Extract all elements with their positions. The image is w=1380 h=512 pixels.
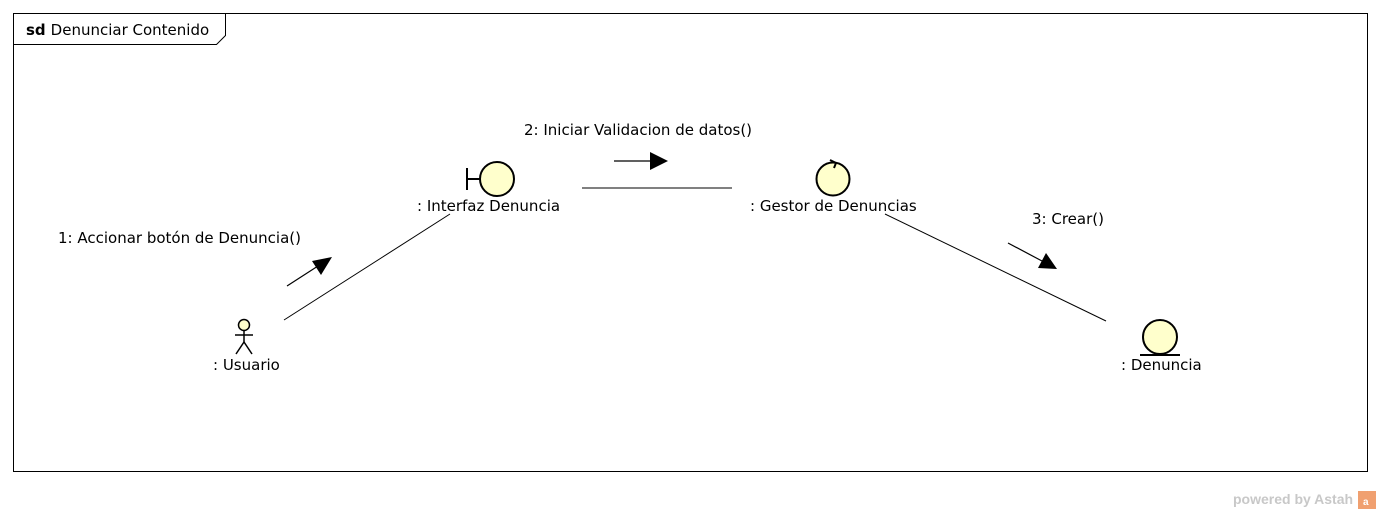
astah-watermark: powered by Astah a [1233, 491, 1376, 509]
astah-logo-icon [1358, 491, 1376, 509]
control-icon[interactable] [815, 159, 851, 197]
frame-title: sd Denunciar Contenido [26, 21, 209, 39]
object-label-gestor: : Gestor de Denuncias [750, 197, 917, 215]
message-label-1: 1: Accionar botón de Denuncia() [58, 229, 301, 247]
link-gestor-denuncia [884, 213, 1107, 322]
frame-name: Denunciar Contenido [51, 21, 209, 39]
actor-icon[interactable] [235, 318, 253, 355]
boundary-icon[interactable] [466, 161, 515, 197]
message-label-2: 2: Iniciar Validacion de datos() [524, 121, 752, 139]
object-label-denuncia: : Denuncia [1121, 356, 1202, 374]
object-label-interfaz: : Interfaz Denuncia [417, 197, 560, 215]
object-label-usuario: : Usuario [213, 356, 280, 374]
watermark-logo-letter: a [1363, 497, 1369, 508]
message-arrow-3 [1007, 242, 1057, 269]
frame-keyword: sd [26, 21, 46, 39]
message-label-3: 3: Crear() [1032, 210, 1104, 228]
watermark-text: powered by Astah [1233, 491, 1353, 507]
message-arrow-1 [286, 257, 332, 287]
entity-icon[interactable] [1140, 319, 1180, 356]
link-usuario-interfaz [283, 213, 451, 321]
diagram-frame: sd Denunciar Contenido [13, 13, 1368, 472]
message-arrow-2 [614, 152, 668, 170]
